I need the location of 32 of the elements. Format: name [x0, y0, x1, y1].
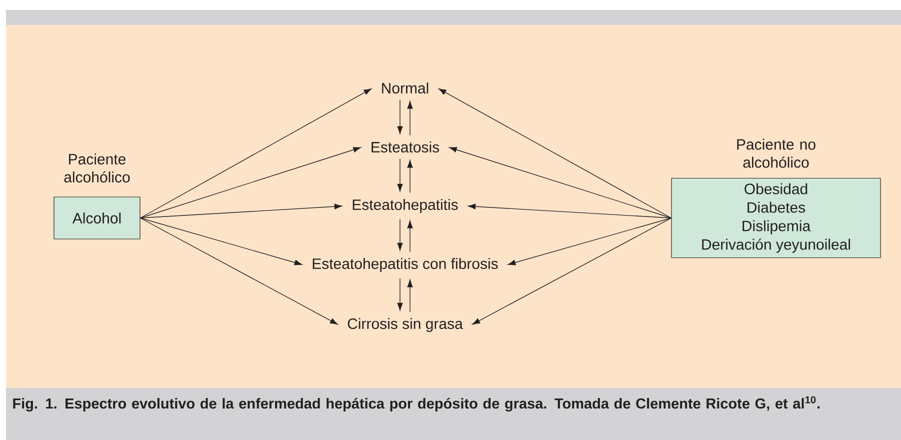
node-label: Dislipemia [742, 220, 811, 234]
arrow [472, 218, 672, 325]
node-label: Derivación yeyunoileal [702, 238, 850, 253]
arrow [140, 146, 362, 218]
arrow [140, 218, 338, 325]
arrow [407, 279, 413, 312]
arrow [407, 160, 413, 194]
group-heading: Paciente no alcohólico [737, 138, 816, 168]
stage-label: Cirrosis sin grasa [348, 318, 463, 332]
stage-label: Esteatosis [372, 142, 440, 152]
arrow [140, 88, 372, 218]
node-label: Diabetes [748, 202, 806, 213]
source-box: Alcohol [54, 196, 140, 240]
stage-label: Esteatohepatitis [352, 199, 458, 213]
arrow [397, 99, 403, 134]
caption: Fig. 1. Espectro evolutivo de la enfermedad hepática por depósito de grasa. Tomada de Clemente Ricote G, et al$^{10}$. [13, 396, 820, 412]
arrow [449, 146, 672, 218]
stage-label: Normal [382, 82, 428, 94]
source-box: Obesidad Diabetes Dislipemia Derivación yeyunoileal [671, 178, 881, 258]
arrow [140, 218, 302, 266]
arrow [468, 204, 672, 218]
arrow [397, 158, 403, 192]
arrow [397, 218, 403, 251]
stage-label: Esteatohepatitis con fibrosis [312, 258, 498, 272]
arrow [508, 218, 672, 266]
group-heading: Paciente alcohólico [64, 154, 130, 182]
arrow [438, 88, 672, 218]
node-label: Obesidad [744, 183, 808, 194]
arrow [140, 204, 342, 218]
arrow [397, 278, 403, 311]
arrow [407, 100, 413, 136]
arrow [407, 220, 413, 252]
